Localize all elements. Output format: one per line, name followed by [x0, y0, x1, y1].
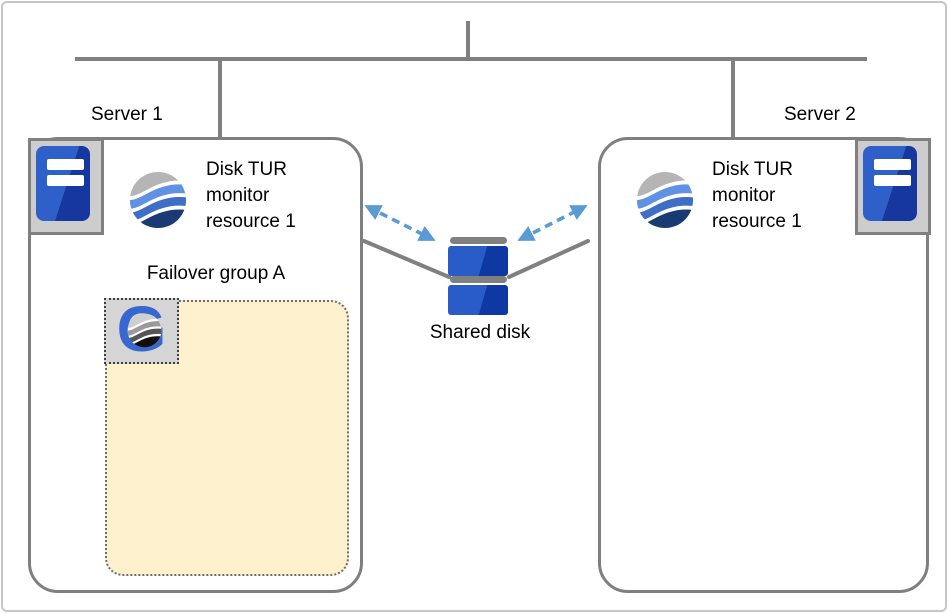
- server-tower-slot: [47, 159, 84, 170]
- server1-monitor-icon: [129, 171, 187, 229]
- server1-monitor-text: Disk TUR monitor resource 1: [206, 159, 296, 232]
- server2-monitor-text: Disk TUR monitor resource 1: [712, 159, 802, 232]
- group-sphere-icon: [127, 313, 162, 348]
- server2-disk-monitor-arrow: [517, 205, 588, 241]
- failover-group-label: Failover group A: [146, 263, 286, 284]
- server2-shared-disk-line: [507, 239, 590, 279]
- server-tower-body: [863, 146, 917, 221]
- server-tower-body: [36, 146, 90, 221]
- failover-group-icon: G: [104, 297, 179, 364]
- shared-disk-unit-2: [448, 285, 508, 315]
- shared-disk-unit-1: [448, 246, 508, 276]
- shared-disk-mid-cap: [450, 276, 507, 283]
- server-tower-slot: [874, 175, 911, 186]
- shared-disk-label: Shared disk: [429, 322, 531, 343]
- server2-monitor-icon: [636, 171, 694, 229]
- server2-icon: [855, 138, 931, 235]
- server-tower-slot: [47, 175, 84, 186]
- server1-label: Server 1: [91, 104, 163, 125]
- server-tower-slot: [874, 159, 911, 170]
- server2-label: Server 2: [784, 104, 856, 125]
- server1-shared-disk-line: [362, 239, 451, 279]
- server1-icon: [28, 138, 104, 235]
- shared-disk-top-cap: [450, 237, 507, 244]
- server1-disk-monitor-arrow: [364, 205, 436, 241]
